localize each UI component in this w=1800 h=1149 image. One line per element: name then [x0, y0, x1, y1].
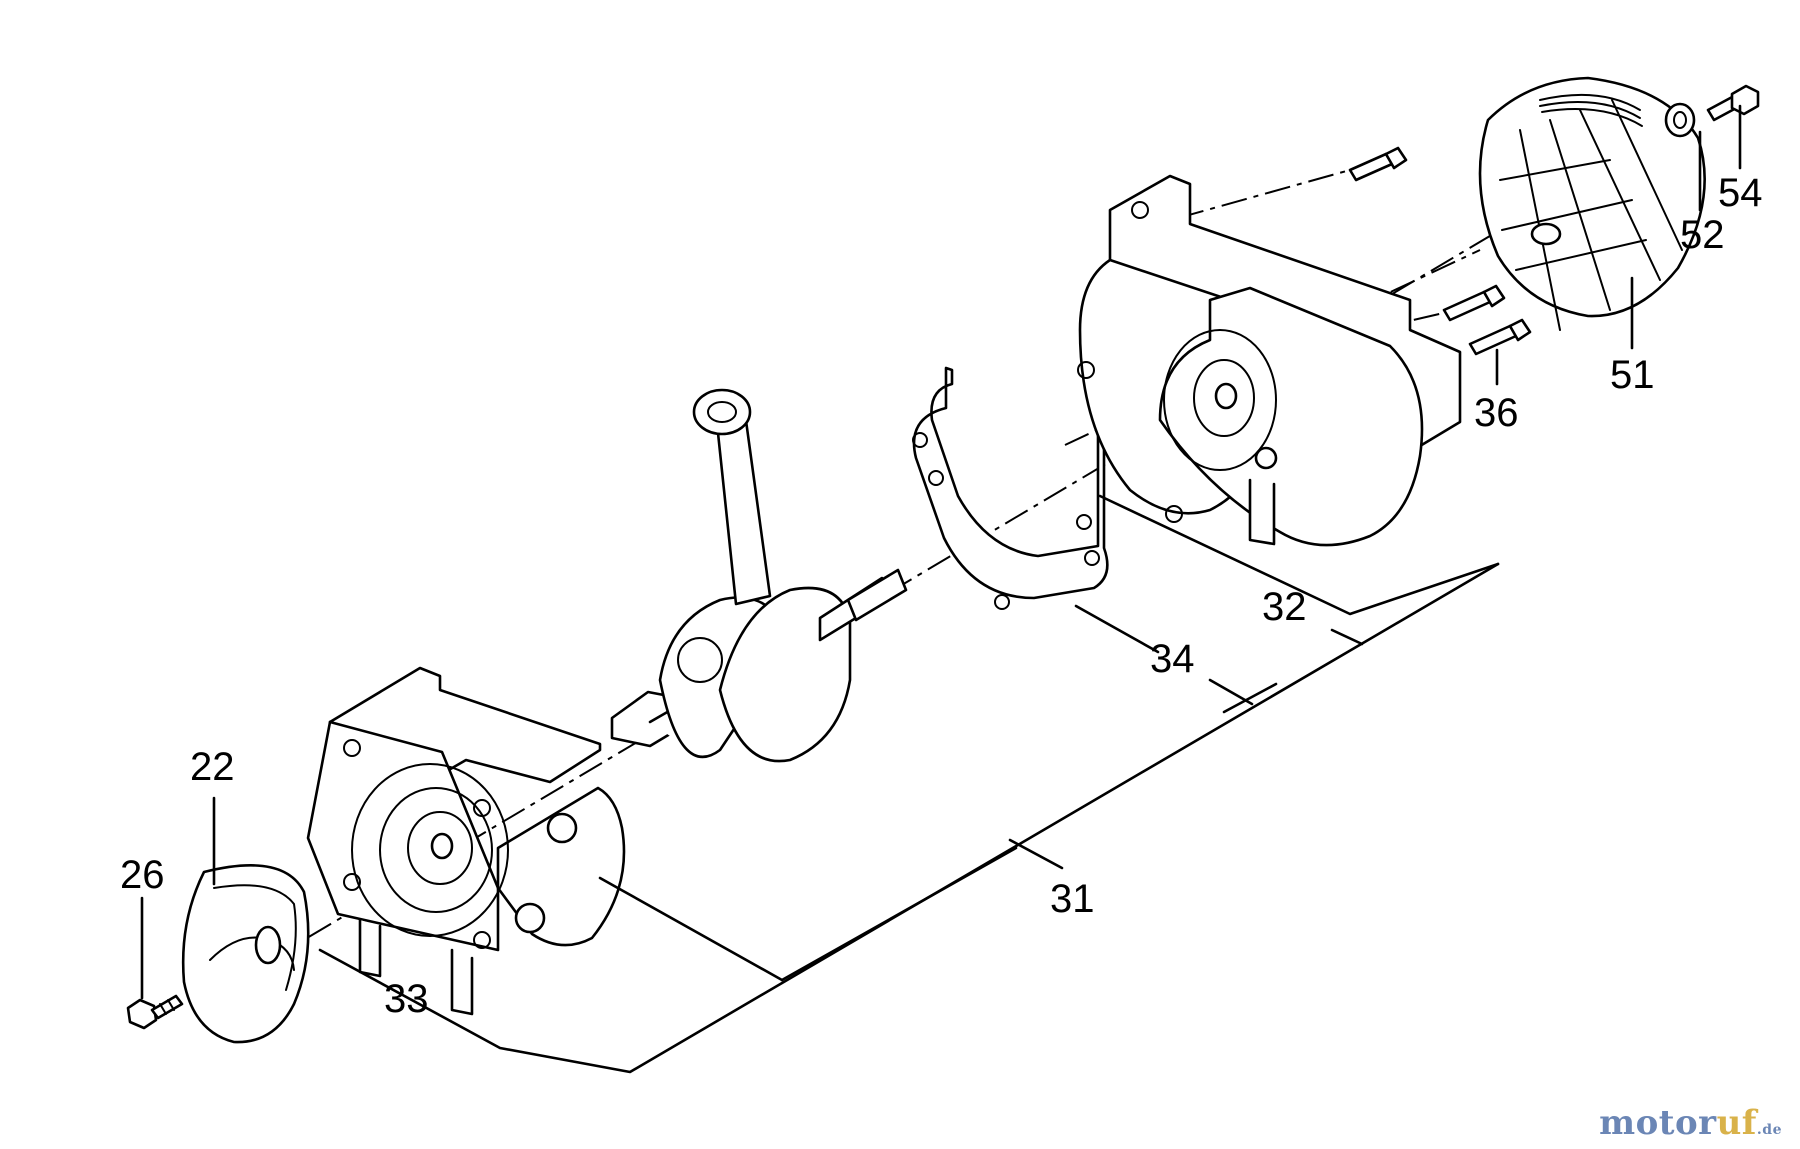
watermark-brand-b: uf [1716, 1103, 1757, 1143]
part-51-flywheel[interactable] [1478, 76, 1706, 331]
label-52: 52 [1680, 213, 1725, 257]
part-54-bolt[interactable] [1706, 84, 1760, 122]
label-31: 31 [1050, 877, 1095, 921]
label-33: 33 [384, 977, 429, 1021]
label-54: 54 [1718, 171, 1763, 215]
label-32: 32 [1262, 585, 1307, 629]
label-36: 36 [1474, 391, 1519, 435]
leader-lines [140, 104, 1742, 1074]
label-34: 34 [1150, 637, 1195, 681]
part-52-washer[interactable] [1664, 102, 1696, 138]
part-32-crankcase-rear[interactable] [1077, 174, 1462, 547]
brand-watermark: motoruf.de [1599, 1103, 1782, 1143]
part-36-screws[interactable] [1348, 146, 1532, 356]
part-22-cover[interactable] [181, 864, 310, 1044]
crankshaft-assembly[interactable] [610, 388, 908, 763]
part-33-crankcase-front[interactable] [306, 666, 626, 1016]
part-26-bolt[interactable] [126, 994, 184, 1030]
label-26: 26 [120, 853, 165, 897]
label-51: 51 [1610, 353, 1655, 397]
watermark-tld: .de [1756, 1122, 1782, 1138]
label-22: 22 [190, 745, 235, 789]
part-34-gasket[interactable] [912, 366, 1109, 610]
watermark-brand-a: motor [1599, 1103, 1717, 1143]
part-number-labels: 22 26 31 32 33 34 36 51 52 54 [120, 171, 1763, 1021]
